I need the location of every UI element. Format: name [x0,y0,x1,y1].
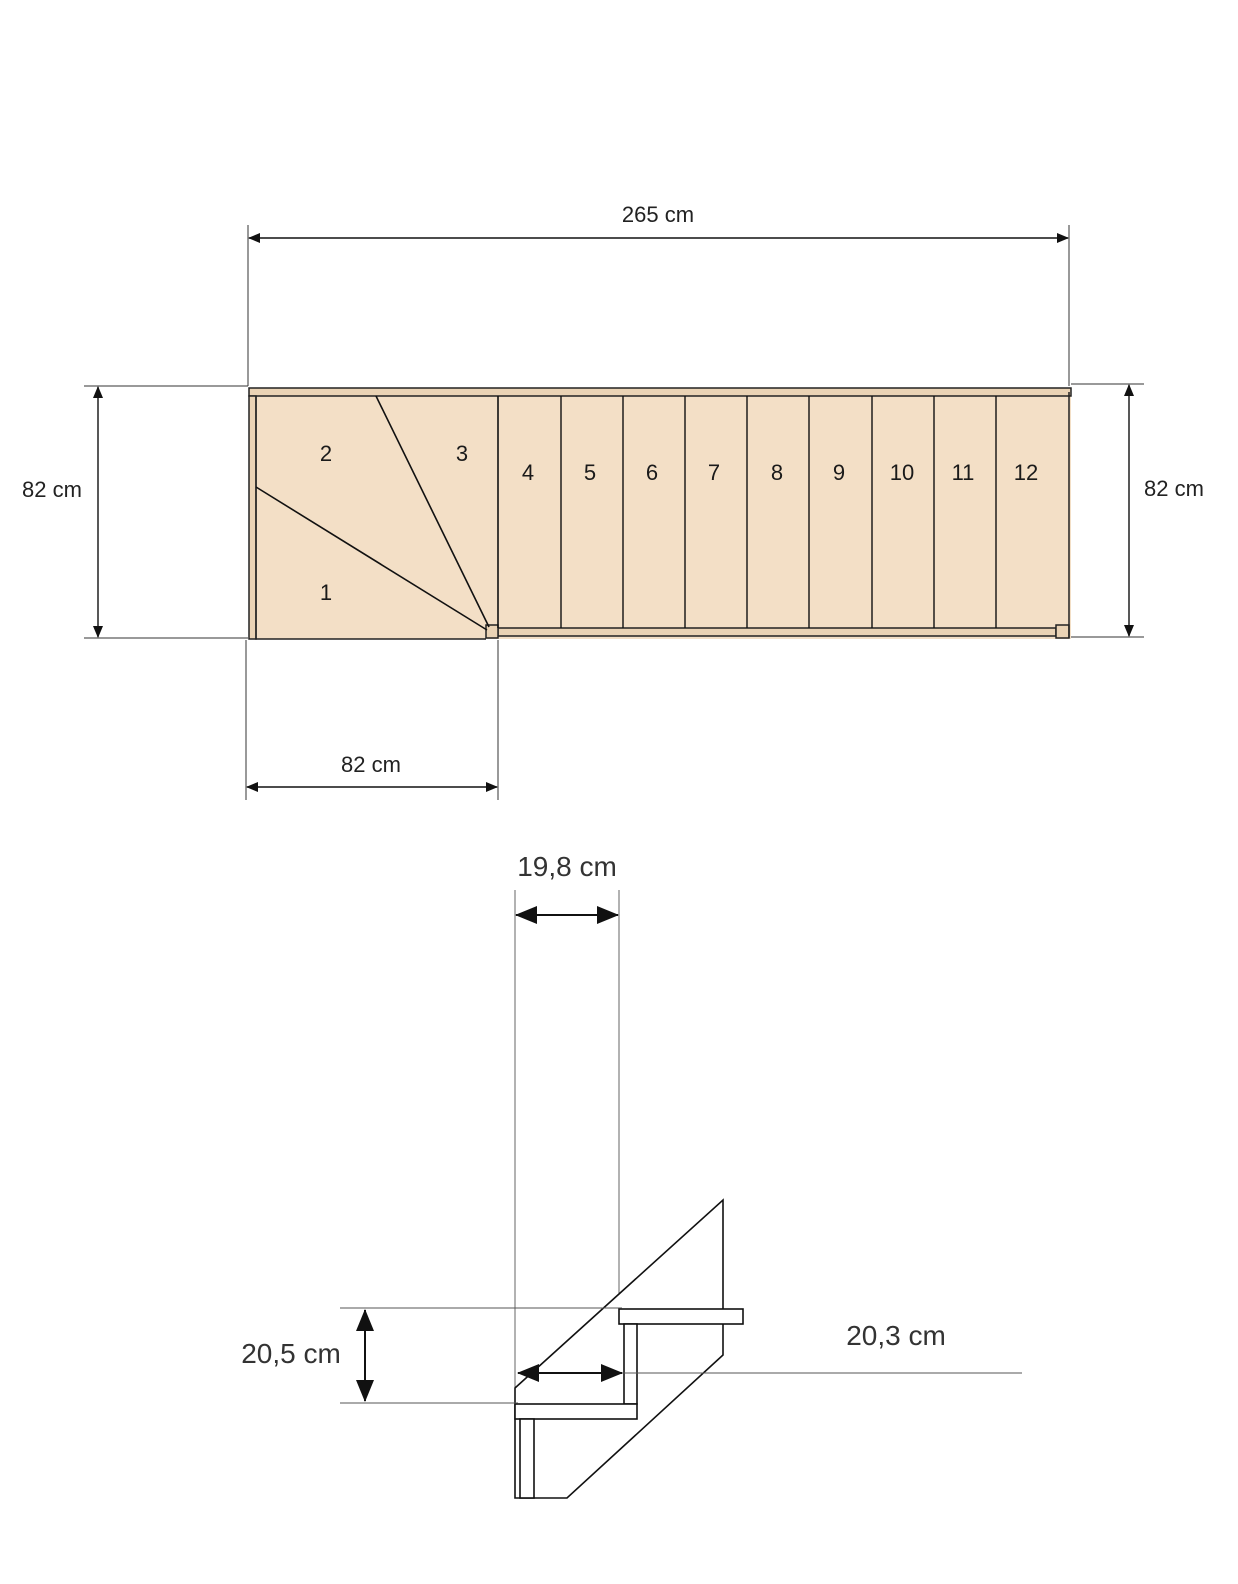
step-number-12: 12 [1014,460,1038,485]
tread-dividers [560,396,997,628]
top-stringer [248,387,1072,397]
right-height-label: 82 cm [1144,476,1204,501]
winder-line-2-3 [375,395,490,628]
rise-label: 20,5 cm [241,1338,341,1369]
dimension-going: 19,8 cm [515,851,619,924]
left-height-label: 82 cm [22,477,82,502]
dimension-left-height: 82 cm [22,385,248,639]
newel-post-left [485,624,499,639]
bottom-width-label: 82 cm [341,752,401,777]
step-number-1: 1 [320,580,332,605]
step-number-3: 3 [456,441,468,466]
step-number-6: 6 [646,460,658,485]
dimension-total-width: 265 cm [247,202,1070,386]
step-number-11: 11 [952,460,975,485]
tread-label: 20,3 cm [846,1320,946,1351]
lower-tread [514,1403,638,1420]
step-number-5: 5 [584,460,596,485]
winder-line-1-2 [255,486,488,631]
dimension-bottom-width: 82 cm [245,640,499,800]
lower-riser [519,1418,535,1499]
dimension-rise: 20,5 cm [241,1307,622,1404]
section-view: 19,8 cm 20,5 cm 20,3 cm [241,851,1022,1499]
dimension-right-height: 82 cm [1071,383,1204,638]
plan-view: 1 2 3 4 5 6 7 8 9 10 11 12 265 cm 82 cm [22,202,1204,800]
step-number-4: 4 [522,460,534,485]
stringer [514,1198,724,1499]
newel-post-right [1055,624,1070,639]
step-number-2: 2 [320,441,332,466]
left-stringer [248,395,257,640]
going-label: 19,8 cm [517,851,617,882]
bottom-stringer [497,627,1057,637]
step-number-7: 7 [708,460,720,485]
step-number-9: 9 [833,460,845,485]
plan-outline [255,396,486,640]
stair-plan-body [249,392,1071,639]
dimension-tread: 20,3 cm [517,1320,1022,1382]
step-number-10: 10 [890,460,914,485]
step-number-8: 8 [771,460,783,485]
upper-riser [623,1323,638,1405]
total-width-label: 265 cm [622,202,694,227]
upper-tread [618,1308,744,1325]
